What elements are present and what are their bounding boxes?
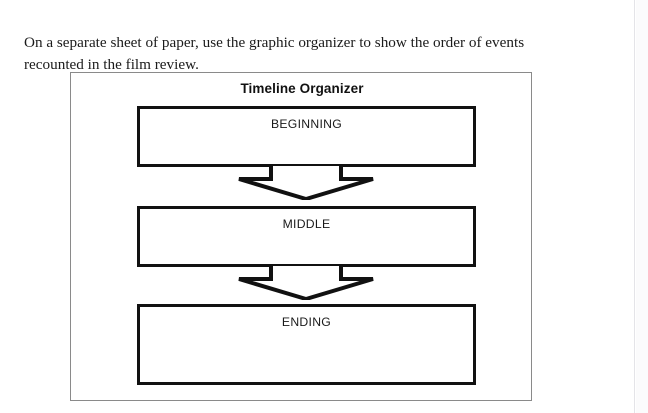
- timeline-organizer: Timeline Organizer BEGINNING MIDDLE ENDI…: [70, 72, 532, 401]
- stage-box-beginning[interactable]: BEGINNING: [137, 106, 476, 167]
- stage-label-beginning: BEGINNING: [270, 117, 343, 131]
- stage-label-ending: ENDING: [281, 315, 332, 329]
- organizer-title: Timeline Organizer: [240, 81, 364, 96]
- stage-box-ending[interactable]: ENDING: [137, 304, 476, 385]
- page-margin-strip: [636, 0, 648, 413]
- instruction-text: On a separate sheet of paper, use the gr…: [24, 34, 525, 74]
- down-arrow-icon: [235, 266, 377, 300]
- stage-label-middle: MIDDLE: [282, 217, 331, 231]
- down-arrow-icon: [235, 166, 377, 200]
- page-edge-line: [634, 0, 635, 413]
- stage-box-middle[interactable]: MIDDLE: [137, 206, 476, 267]
